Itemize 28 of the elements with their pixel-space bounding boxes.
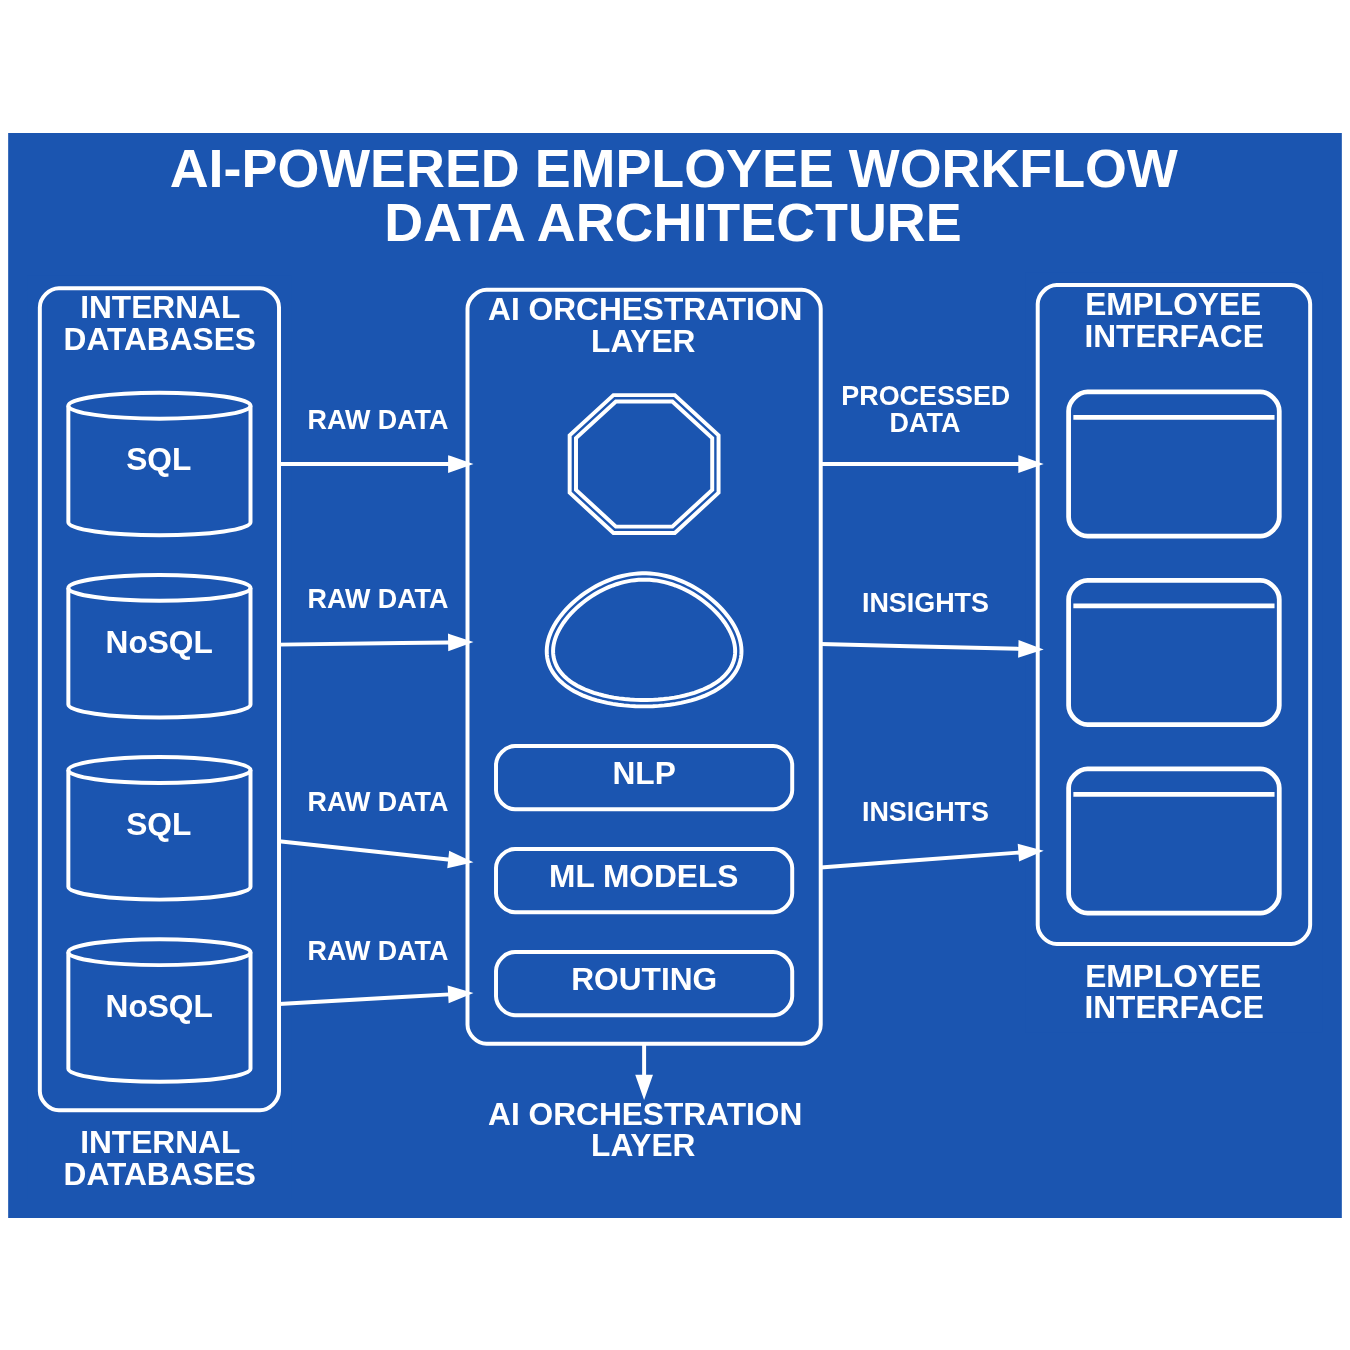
edge-label: RAW DATA (307, 404, 449, 435)
edge-label: INSIGHTS (861, 796, 989, 827)
arrow (278, 838, 474, 868)
node-picture (1066, 766, 1282, 915)
arrow (820, 639, 1044, 658)
node-picture (1066, 389, 1282, 538)
arrow (820, 454, 1044, 473)
node-picture (1066, 577, 1282, 727)
node-text: AI ORCHESTRATION LAYER (488, 1095, 803, 1163)
arrow (820, 843, 1044, 869)
cluster: EMPLOYEE INTERFACE (1035, 282, 1313, 946)
diagram-title: AI-POWERED EMPLOYEE WORKFLOW DATA ARCHITECTURE (169, 137, 1178, 252)
arrow (279, 633, 474, 651)
node-box: ROUTING (494, 949, 795, 1017)
node-label: INTERNAL DATABASES (63, 1123, 256, 1192)
node-picture (544, 570, 744, 708)
edge-label: RAW DATA (307, 583, 449, 614)
node-box: NLP (494, 743, 795, 811)
edge-label: INSIGHTS (861, 587, 989, 618)
edge-label: RAW DATA (307, 935, 449, 966)
node-picture (567, 392, 721, 535)
edge-label: RAW DATA (307, 786, 449, 817)
arrow (279, 454, 474, 473)
arrow (635, 1043, 653, 1100)
node-label: EMPLOYEE INTERFACE (1084, 957, 1264, 1025)
edge-label: PROCESSED DATA (841, 380, 1011, 438)
node-box: ML MODELS (494, 846, 795, 914)
arrow (278, 985, 474, 1006)
